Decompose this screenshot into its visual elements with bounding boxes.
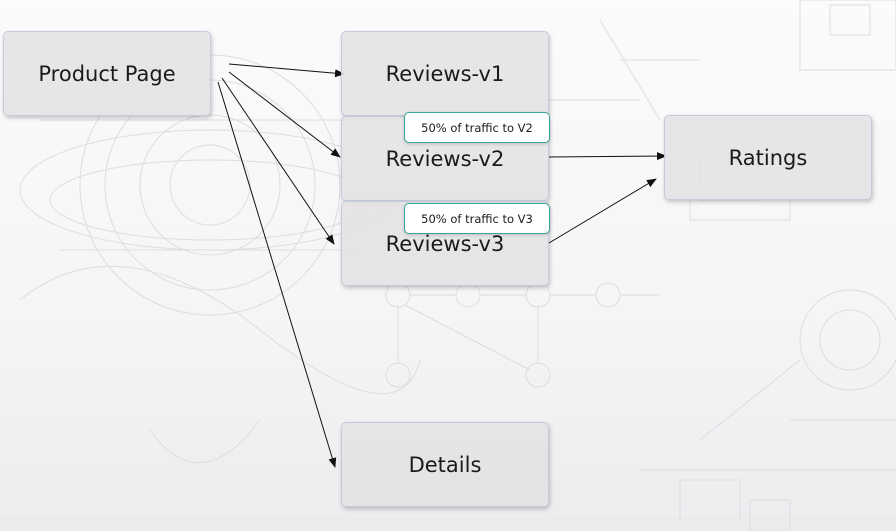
ratings-label: Ratings bbox=[728, 145, 808, 170]
reviews-v3-label: Reviews-v3 bbox=[385, 231, 505, 256]
details-label: Details bbox=[408, 452, 482, 477]
reviews-v2-label: Reviews-v2 bbox=[385, 146, 505, 171]
traffic-callout-v2: 50% of traffic to V2 bbox=[404, 112, 550, 143]
arrow-product-to-v1 bbox=[228, 63, 345, 78]
reviews-v1-label: Reviews-v1 bbox=[385, 61, 505, 86]
ratings-node[interactable]: Ratings bbox=[664, 115, 872, 200]
arrow-v3-to-ratings bbox=[548, 178, 657, 244]
arrow-product-to-v2 bbox=[228, 71, 341, 158]
reviews-v1-node[interactable]: Reviews-v1 bbox=[341, 31, 549, 116]
product-page-label: Product Page bbox=[38, 61, 176, 86]
product-page-node[interactable]: Product Page bbox=[3, 31, 211, 116]
details-node[interactable]: Details bbox=[341, 422, 549, 507]
traffic-callout-v3: 50% of traffic to V3 bbox=[404, 203, 550, 234]
arrow-product-to-details bbox=[217, 81, 337, 468]
arrow-product-to-v3 bbox=[221, 77, 335, 245]
arrow-v2-to-ratings bbox=[548, 152, 667, 161]
